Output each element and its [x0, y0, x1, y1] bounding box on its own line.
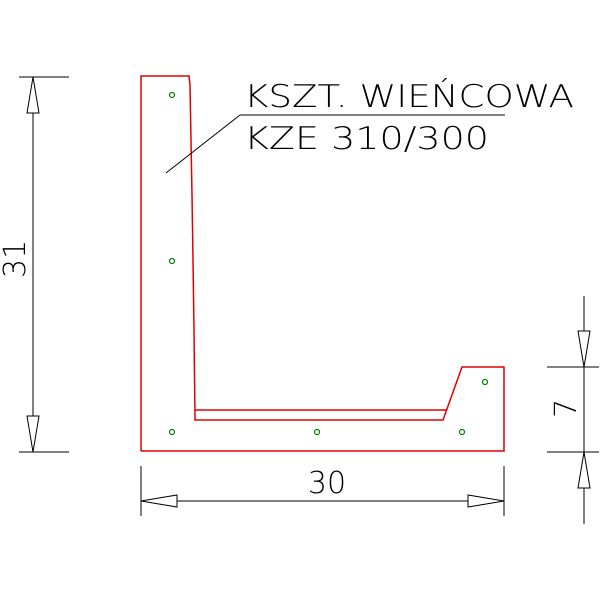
- dimension-height-lip: [547, 296, 599, 524]
- arrowhead-down-icon: [577, 330, 591, 368]
- dimension-height-total: [19, 76, 69, 453]
- rebar-point: [313, 428, 321, 436]
- title-line-2: KZE 310/300: [244, 121, 489, 157]
- rebar-point: [168, 428, 176, 436]
- dimension-width-total-label: 30: [308, 466, 346, 501]
- arrowhead-up-icon: [577, 451, 591, 489]
- title-line-1: KSZT. WIEŃCOWA: [244, 79, 574, 115]
- rebar-point: [168, 91, 176, 99]
- profile-outline: [140, 75, 505, 452]
- dimension-height-total-label: 31: [0, 240, 33, 278]
- rebar-points: [168, 91, 489, 436]
- title-leader: [165, 114, 505, 174]
- arrowhead-right-icon: [467, 494, 505, 508]
- arrowhead-left-icon: [140, 494, 178, 508]
- leader-diagonal: [165, 114, 241, 174]
- rebar-point: [168, 257, 176, 265]
- arrowhead-up-icon: [26, 76, 40, 114]
- profile-outer-edge: [140, 75, 505, 452]
- dimension-height-lip-label: 7: [549, 399, 584, 418]
- rebar-point: [481, 378, 489, 386]
- arrowhead-down-icon: [26, 415, 40, 453]
- rebar-point: [458, 428, 466, 436]
- dimension-width-total: [140, 466, 505, 516]
